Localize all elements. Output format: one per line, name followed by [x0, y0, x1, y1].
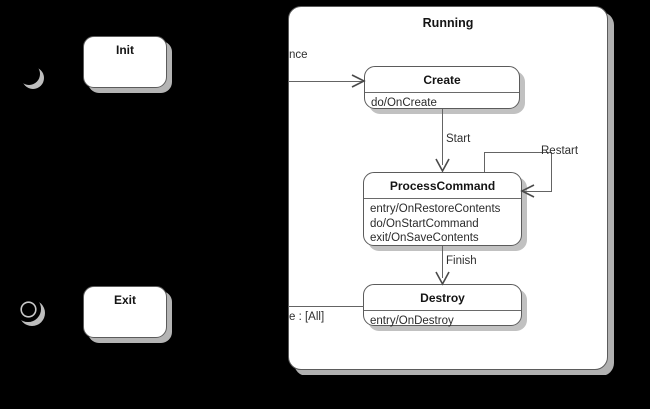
state-process-command-divider — [364, 198, 521, 199]
state-init-title: Init — [116, 43, 134, 57]
state-exit[interactable]: Exit — [83, 286, 167, 338]
occluder-middle — [0, 95, 288, 280]
transition-start-arrowhead — [435, 158, 450, 173]
transition-to-create-label: nce — [289, 49, 308, 61]
state-destroy-title: Destroy — [420, 291, 465, 305]
occluder-footer — [0, 375, 650, 409]
transition-restart-line-left — [484, 152, 485, 172]
state-create-title: Create — [423, 73, 461, 87]
transition-start-line — [442, 109, 443, 165]
transition-finish-label: Finish — [446, 255, 477, 267]
state-process-command-title: ProcessCommand — [389, 179, 496, 193]
state-destroy-body: entry/OnDestroy — [370, 315, 454, 327]
transition-to-create-line — [274, 81, 362, 82]
state-create-divider — [365, 92, 519, 93]
transition-restart-label: Restart — [541, 145, 579, 157]
state-exit-title: Exit — [113, 293, 136, 307]
transition-start-label: Start — [446, 133, 471, 145]
transition-to-exit-label: e : [All] — [289, 311, 325, 323]
transition-restart-arrowhead — [520, 184, 535, 198]
occluder-exit-edge — [180, 306, 288, 308]
occluder-right — [616, 0, 650, 409]
transition-restart-line-bottom — [524, 191, 552, 192]
state-destroy[interactable]: Destroy entry/OnDestroy — [363, 284, 522, 327]
state-create-body: do/OnCreate — [371, 97, 437, 109]
transition-restart-line-top — [484, 152, 552, 153]
state-destroy-divider — [364, 310, 521, 311]
state-process-command[interactable]: ProcessCommand entry/OnRestoreContents d… — [363, 172, 522, 246]
transition-finish-arrowhead — [435, 271, 450, 286]
transition-to-create-arrowhead — [351, 74, 366, 88]
transition-restart-line-right — [551, 152, 552, 192]
composite-state-running-title: Running — [422, 16, 474, 30]
state-process-command-body: entry/OnRestoreContents do/OnStartComman… — [370, 203, 501, 244]
initial-state-icon[interactable] — [18, 63, 40, 85]
transition-finish-line — [442, 246, 443, 278]
final-state-icon[interactable] — [15, 296, 41, 322]
state-init[interactable]: Init — [83, 36, 167, 88]
state-create[interactable]: Create do/OnCreate — [364, 66, 520, 109]
